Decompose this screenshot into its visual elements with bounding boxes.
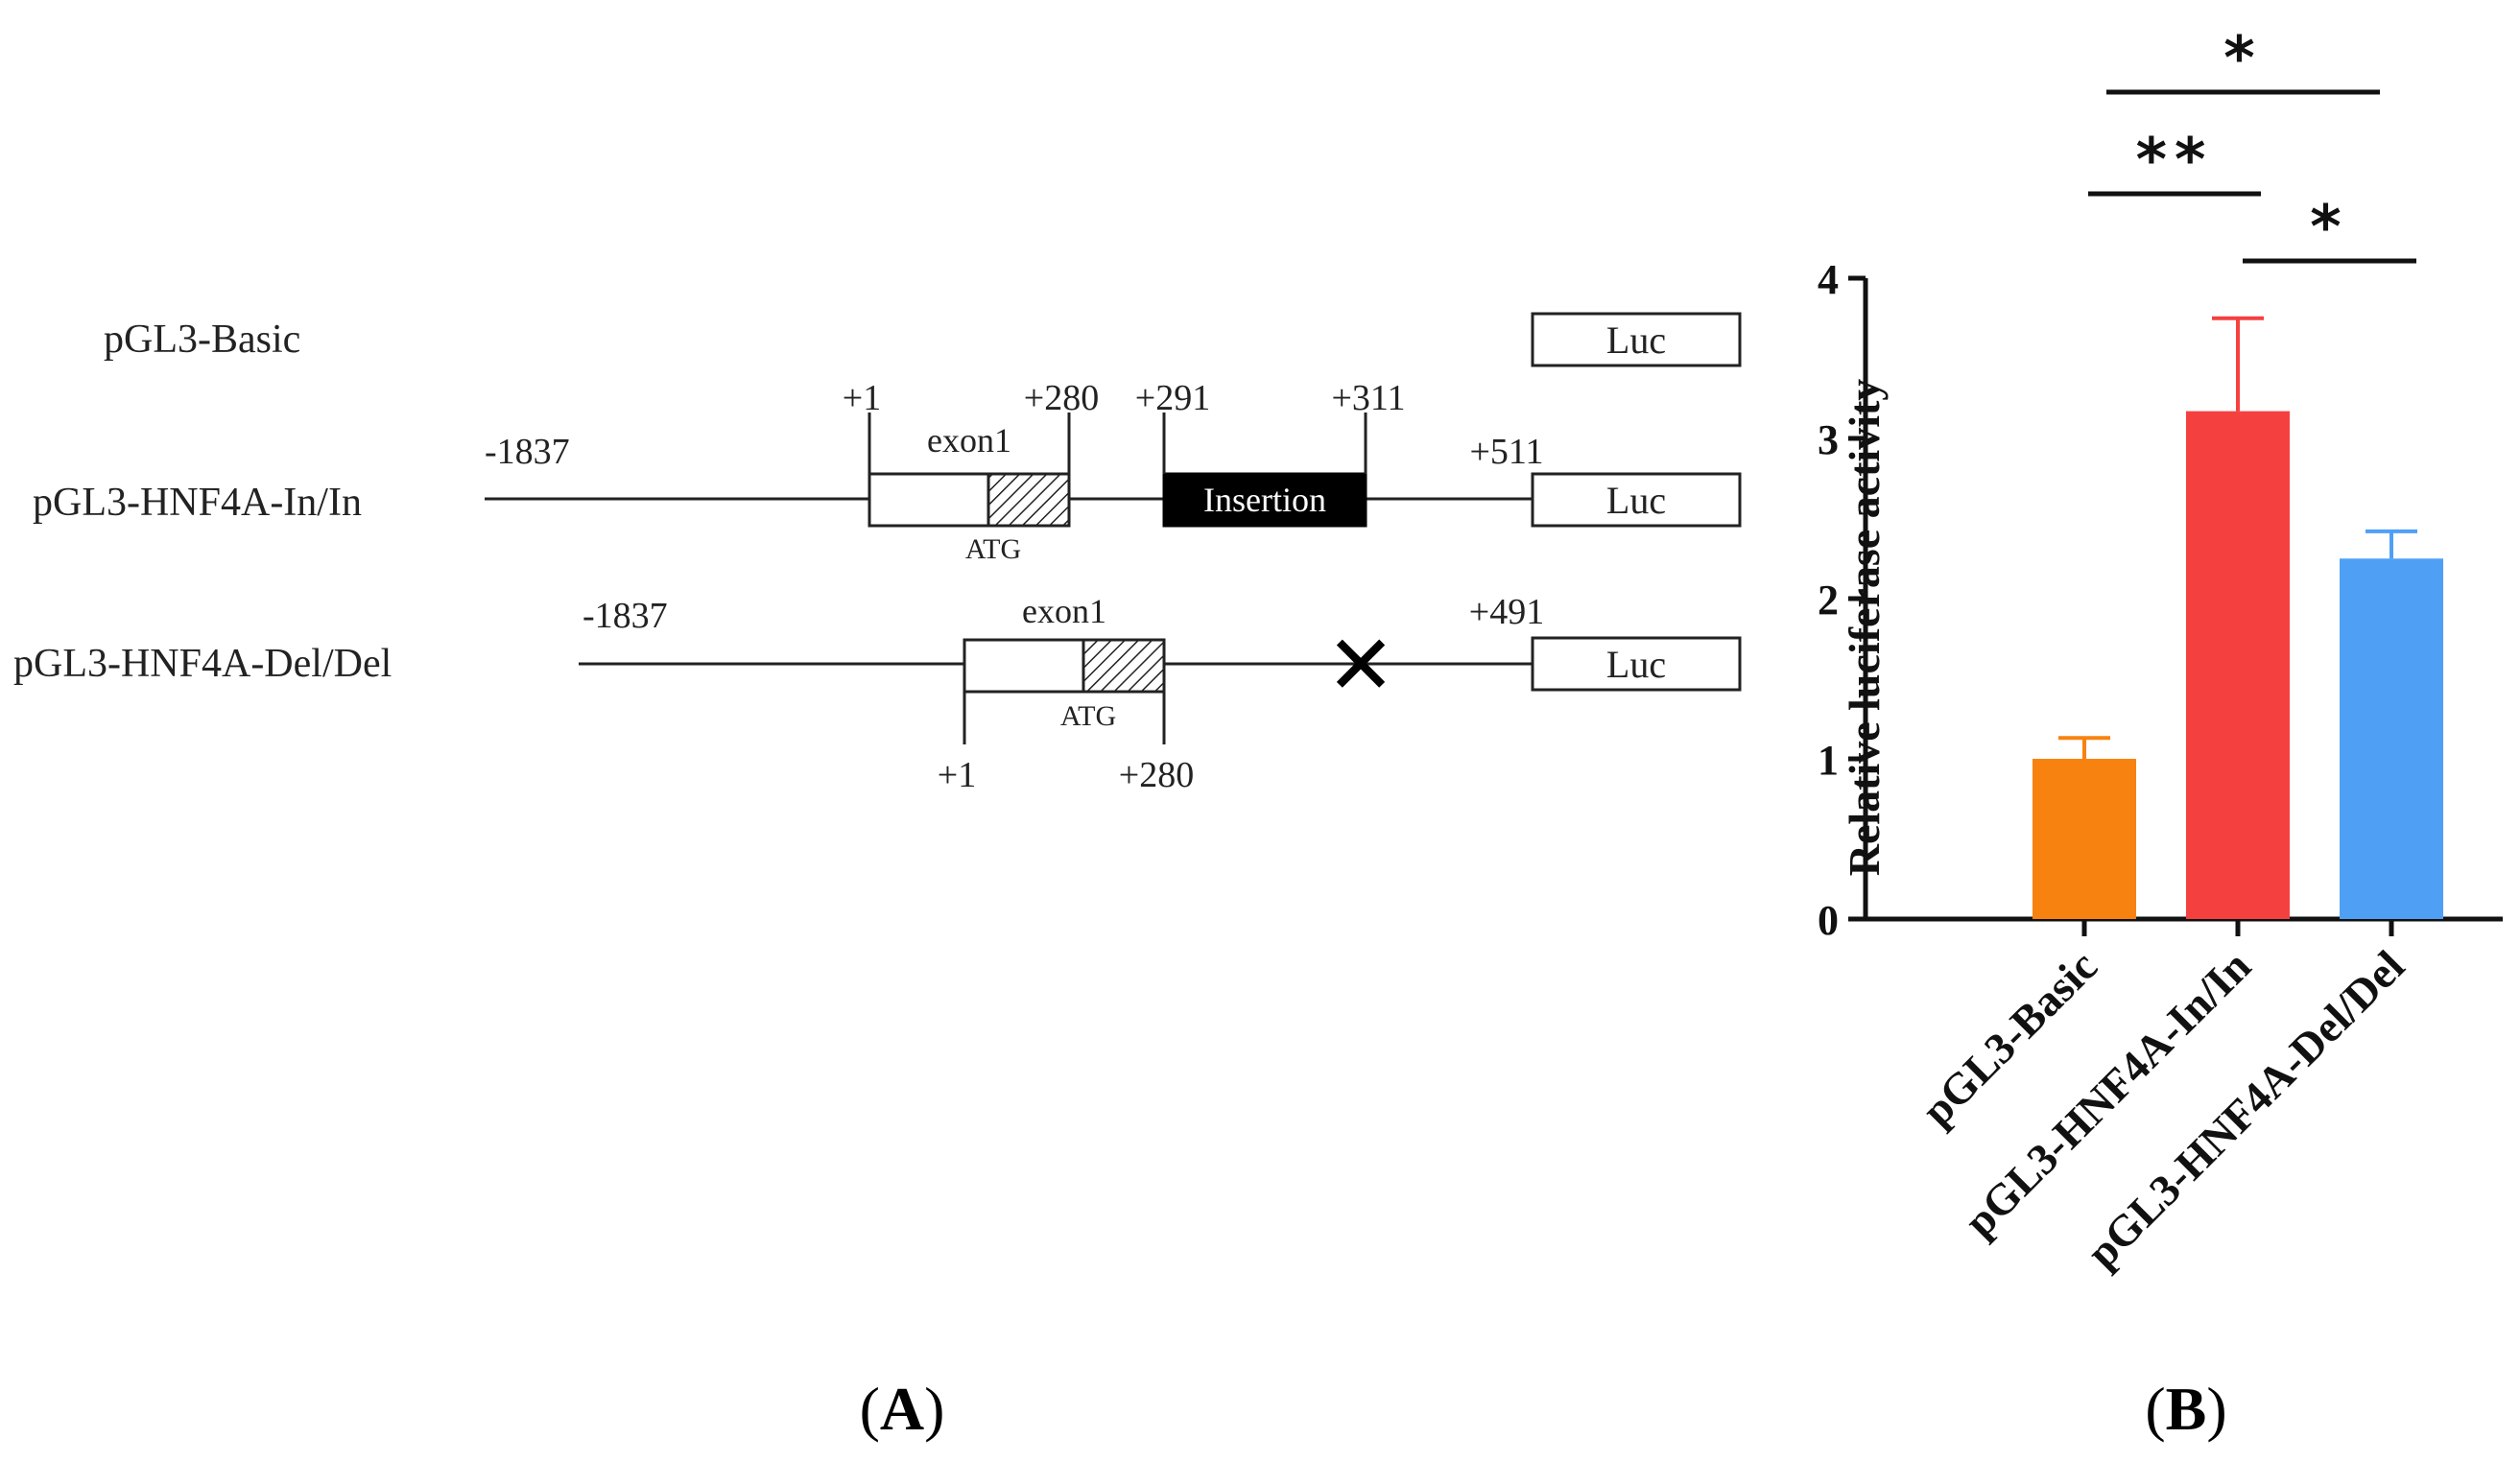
- bar-1: [2033, 759, 2136, 919]
- exon1-label: exon1: [1022, 592, 1106, 630]
- end-position-label: +511: [1469, 432, 1543, 472]
- construct-pgl3-hnf4a-in-in: pGL3-HNF4A-In/In -1837 exon1 ATG +1 +280…: [33, 378, 1742, 565]
- y-tick-label: 1: [1818, 737, 1839, 784]
- exon1-label: exon1: [927, 421, 1011, 460]
- exon1-box: [868, 472, 990, 528]
- panel-b-label-open: (: [2145, 1375, 2165, 1443]
- panel-a: pGL3-Basic Luc pGL3-HNF4A-In/In -1837 ex…: [13, 312, 1742, 1443]
- start-position-label: -1837: [582, 596, 668, 636]
- start-position-label: -1837: [485, 432, 570, 472]
- bar-2: [2186, 411, 2290, 919]
- construct-pgl3-hnf4a-del-del: pGL3-HNF4A-Del/Del -1837 exon1 ATG +1 +2…: [13, 592, 1742, 795]
- exon1-box: [963, 638, 1085, 694]
- construct-name: pGL3-Basic: [104, 318, 300, 362]
- panel-b-label-letter: B: [2166, 1375, 2207, 1443]
- exon-end-label: +280: [1119, 755, 1194, 795]
- exon-end-label: +280: [1024, 378, 1099, 418]
- construct-pgl3-basic: pGL3-Basic Luc: [104, 312, 1742, 367]
- x-tick-label: pGL3-HNF4A-In/In: [1955, 941, 2260, 1246]
- luc-label: Luc: [1606, 643, 1666, 686]
- panel-a-label-open: (: [860, 1375, 880, 1443]
- luc-box: [1531, 636, 1742, 692]
- construct-name: pGL3-HNF4A-In/In: [33, 481, 362, 525]
- panel-a-label-close: ): [924, 1375, 944, 1443]
- y-tick-label: 2: [1818, 577, 1839, 624]
- bar-3: [2340, 558, 2443, 919]
- end-position-label: +491: [1469, 592, 1544, 632]
- significance-stars: **: [2136, 125, 2214, 195]
- panel-b-label-close: ): [2206, 1375, 2226, 1443]
- atg-hatch-box: [987, 472, 1071, 528]
- insertion-label: Insertion: [1203, 481, 1326, 519]
- x-tick-label: pGL3-HNF4A-Del/Del: [2078, 941, 2413, 1277]
- significance-stars: *: [2310, 192, 2348, 262]
- y-tick-label: 4: [1818, 256, 1839, 303]
- panel-a-label-letter: A: [880, 1375, 924, 1443]
- atg-label: ATG: [965, 533, 1021, 565]
- y-tick-label: 0: [1818, 897, 1839, 944]
- atg-label: ATG: [1060, 700, 1116, 732]
- luc-box: [1531, 312, 1742, 367]
- luc-label: Luc: [1606, 318, 1666, 362]
- luc-label: Luc: [1606, 479, 1666, 522]
- insertion-end-label: +311: [1331, 378, 1405, 418]
- exon-start-label: +1: [843, 378, 881, 418]
- significance-stars: *: [2223, 23, 2262, 93]
- y-axis-title: Relative luciferase activity: [1840, 379, 1889, 877]
- exon-start-label: +1: [938, 755, 976, 795]
- panel-b-label: (B): [2145, 1375, 2226, 1443]
- atg-hatch-box: [1082, 638, 1166, 694]
- luc-box: [1531, 472, 1742, 528]
- deletion-mark: ✕: [1326, 618, 1395, 714]
- y-tick-label: 3: [1818, 416, 1839, 463]
- construct-name: pGL3-HNF4A-Del/Del: [13, 642, 392, 686]
- insertion-box: [1162, 472, 1367, 528]
- panel-a-label: (A): [860, 1375, 945, 1443]
- insertion-start-label: +291: [1135, 378, 1210, 418]
